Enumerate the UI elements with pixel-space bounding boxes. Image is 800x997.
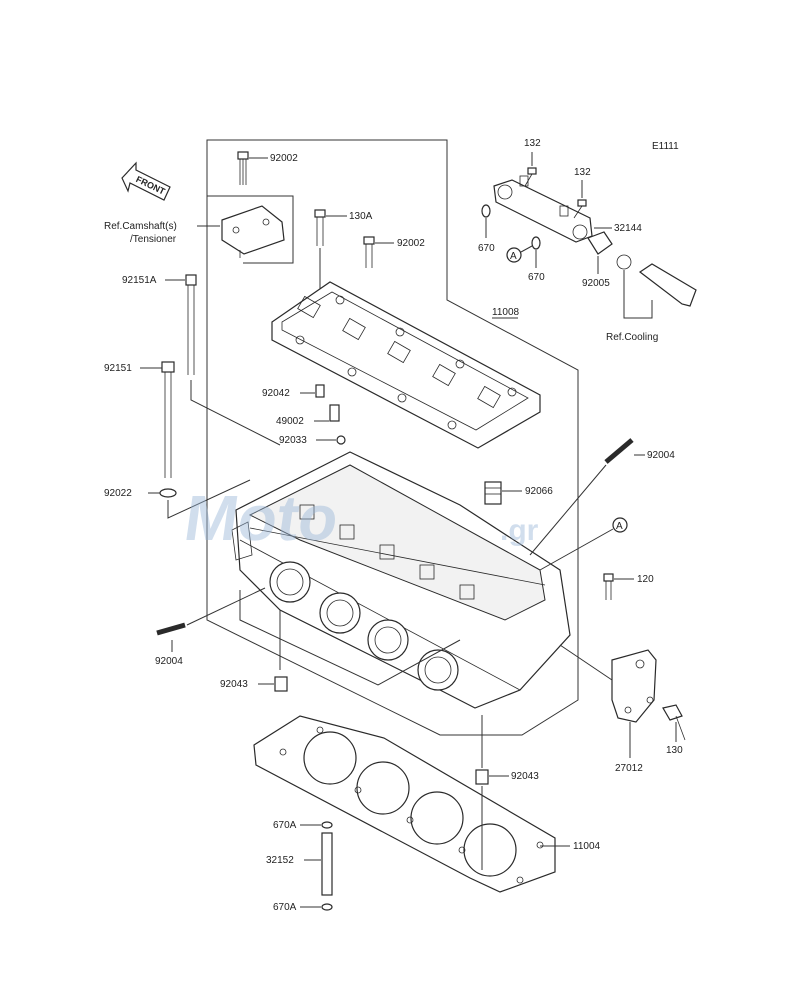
bolt-130 <box>662 704 686 741</box>
stud-92004-left <box>156 622 186 636</box>
stud-92004-right <box>604 438 634 464</box>
label-670A-upper: 670A <box>273 820 297 831</box>
label-92043-lower: 92043 <box>511 771 539 782</box>
watermark-logo: Moto <box>180 482 343 554</box>
cooling-hose <box>616 254 697 307</box>
dowel-92043-upper <box>274 676 288 692</box>
label-92033: 92033 <box>279 435 307 446</box>
bracket-27012 <box>611 649 657 723</box>
label-32152: 32152 <box>266 855 294 866</box>
oring-670-b <box>531 236 541 250</box>
bolt-92151A <box>185 274 197 375</box>
dowel-92043-lower <box>475 769 489 785</box>
label-92004-right: 92004 <box>647 450 675 461</box>
label-32144: 32144 <box>614 223 642 234</box>
label-132-b: 132 <box>574 167 591 178</box>
label-120: 120 <box>637 574 654 585</box>
screw-132-b <box>573 199 587 219</box>
label-130: 130 <box>666 745 683 756</box>
callout-a-right <box>612 517 628 533</box>
label-92042: 92042 <box>262 388 290 399</box>
dowel-92042 <box>315 384 325 398</box>
screw-132-a <box>524 167 537 187</box>
label-49002: 49002 <box>276 416 304 427</box>
label-670A-lower: 670A <box>273 902 297 913</box>
adjuster-49002 <box>329 404 340 422</box>
label-130A: 130A <box>349 211 373 222</box>
label-92002-mid: 92002 <box>397 238 425 249</box>
watermark-suffix: .gr <box>500 514 539 547</box>
label-92005: 92005 <box>582 278 610 289</box>
bolt-130A <box>314 209 326 246</box>
label-92004-left: 92004 <box>155 656 183 667</box>
head-gasket-11004 <box>253 715 556 893</box>
callout-a-upper-letter: A <box>510 251 517 262</box>
bolt-92002-top <box>237 151 249 185</box>
diagram-code: E1111 <box>652 141 679 152</box>
label-11008: 11008 <box>492 307 520 318</box>
cylinder-head <box>231 451 571 709</box>
bolt-120 <box>603 573 614 600</box>
camshaft-holder-11008 <box>271 281 541 449</box>
label-670-b: 670 <box>528 272 545 283</box>
label-11004: 11004 <box>573 841 601 852</box>
fitting-92005 <box>587 231 613 255</box>
bolt-92002-mid <box>363 236 375 268</box>
label-92066: 92066 <box>525 486 553 497</box>
washer-92022 <box>159 488 177 498</box>
water-pipe-32144 <box>493 175 593 243</box>
label-92151: 92151 <box>104 363 132 374</box>
ring-92033 <box>336 435 346 445</box>
plug-92066 <box>484 481 502 505</box>
bolt-92151 <box>161 361 175 478</box>
callout-a-upper <box>506 247 522 263</box>
front-arrow-icon: FRONT <box>121 161 171 201</box>
oring-670A-lower <box>321 903 333 911</box>
callout-a-right-letter: A <box>616 521 623 532</box>
label-132-a: 132 <box>524 138 541 149</box>
label-92022: 92022 <box>104 488 132 499</box>
oring-670A-upper <box>321 821 333 829</box>
tensioner-bracket <box>221 205 285 258</box>
ref-tensioner-label: /Tensioner <box>130 234 177 245</box>
oring-670-a <box>481 204 491 218</box>
pipe-32152 <box>321 832 333 896</box>
label-92043-upper: 92043 <box>220 679 248 690</box>
label-92002-top: 92002 <box>270 153 298 164</box>
label-92151A: 92151A <box>122 275 157 286</box>
ref-camshaft-label: Ref.Camshaft(s) <box>104 221 177 232</box>
label-27012: 27012 <box>615 763 643 774</box>
label-670-a: 670 <box>478 243 495 254</box>
ref-cooling-label: Ref.Cooling <box>606 332 658 343</box>
